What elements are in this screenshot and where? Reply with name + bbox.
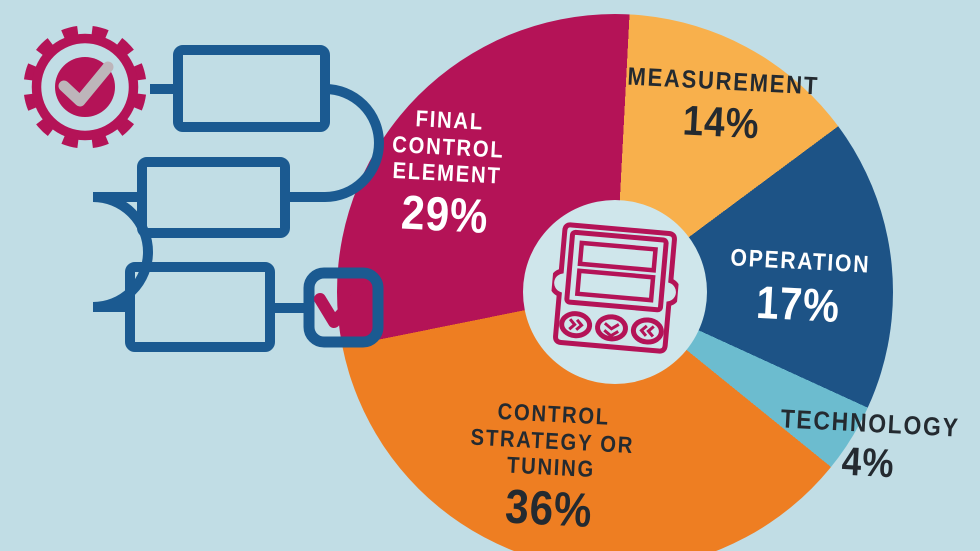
label-percent: 36% [503, 480, 594, 539]
flow-connectors [92, 84, 384, 313]
label-operation: OPERATION 17% [727, 244, 871, 332]
flowchart-graphic [23, 25, 384, 352]
gear-check-icon [23, 25, 147, 149]
controller-display-row-2 [574, 268, 656, 303]
double-right-chevron-icon [568, 318, 584, 331]
label-control-strategy-or-tuning: CONTROL STRATEGY OR TUNING 36% [466, 397, 636, 540]
label-line: OPERATION [729, 244, 871, 279]
flow-box-2 [137, 157, 290, 238]
controller-button-down [595, 314, 628, 342]
controller-button-back [630, 317, 664, 345]
label-percent: 17% [755, 275, 842, 332]
flow-box-3 [125, 262, 275, 352]
controller-display-bezel [564, 229, 669, 313]
controller-icon [549, 222, 681, 354]
controller-faceplate [549, 222, 681, 354]
gear-ring [31, 33, 139, 141]
double-left-chevron-icon [639, 324, 655, 338]
double-down-chevron-icon [603, 322, 620, 338]
label-technology: TECHNOLOGY 4% [778, 403, 961, 488]
check-square [303, 267, 384, 348]
square-checkmark-icon [314, 283, 371, 328]
controller-button-forward [559, 311, 593, 339]
donut-hole [523, 200, 707, 384]
gear-checkmark-icon [58, 61, 114, 107]
connector-box1-to-box2 [285, 84, 384, 202]
flow-boxes [125, 45, 330, 352]
controller-display-row-1 [577, 240, 658, 273]
connector-box2-to-box3 [92, 192, 153, 312]
label-line: MEASUREMENT [626, 62, 820, 101]
label-line: TECHNOLOGY [780, 403, 961, 443]
flow-box-1 [173, 45, 330, 132]
label-measurement: MEASUREMENT 14% [624, 62, 820, 149]
